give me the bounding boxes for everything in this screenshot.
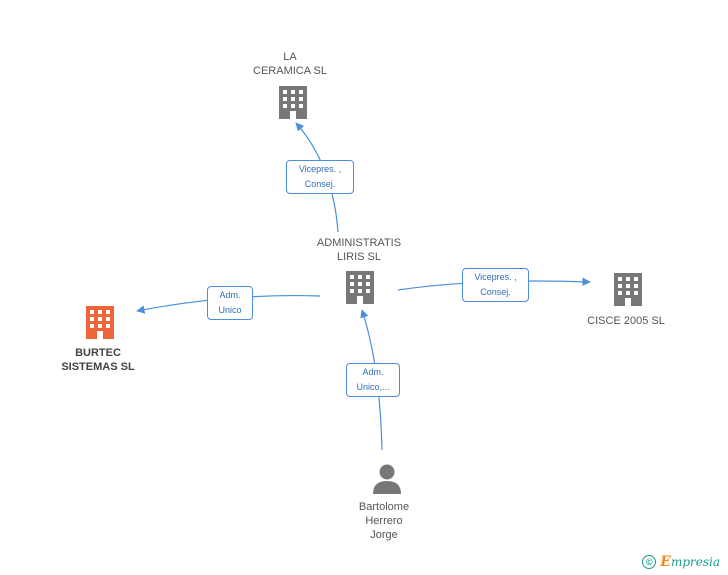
brand-logo: Empresia bbox=[660, 554, 720, 570]
person-icon[interactable] bbox=[373, 464, 401, 495]
node-label-la-ceramica[interactable]: LA CERAMICA SL bbox=[253, 51, 327, 77]
building-icon[interactable] bbox=[346, 271, 374, 304]
edge-label-admin-to-cisce: Vicepres. , Consej. bbox=[462, 268, 529, 302]
building-icon[interactable] bbox=[86, 306, 114, 339]
node-label-bartolome[interactable]: Bartolome Herrero Jorge bbox=[358, 501, 410, 541]
edge-label-bartolome-to-admin: Adm. Unico,... bbox=[346, 363, 400, 397]
node-label-burtec[interactable]: BURTEC SISTEMAS SL bbox=[61, 347, 135, 373]
building-icon[interactable] bbox=[614, 273, 642, 306]
empresia-watermark: © Empresia bbox=[642, 554, 720, 570]
node-label-cisce[interactable]: CISCE 2005 SL bbox=[587, 315, 665, 327]
node-label-administratis[interactable]: ADMINISTRATIS LIRIS SL bbox=[316, 237, 402, 263]
copyright-icon: © bbox=[642, 555, 657, 569]
building-icon[interactable] bbox=[279, 86, 307, 119]
edge-label-admin-to-ceramica: Vicepres. , Consej. bbox=[286, 160, 354, 194]
edge-label-admin-to-burtec: Adm. Unico bbox=[207, 286, 253, 320]
